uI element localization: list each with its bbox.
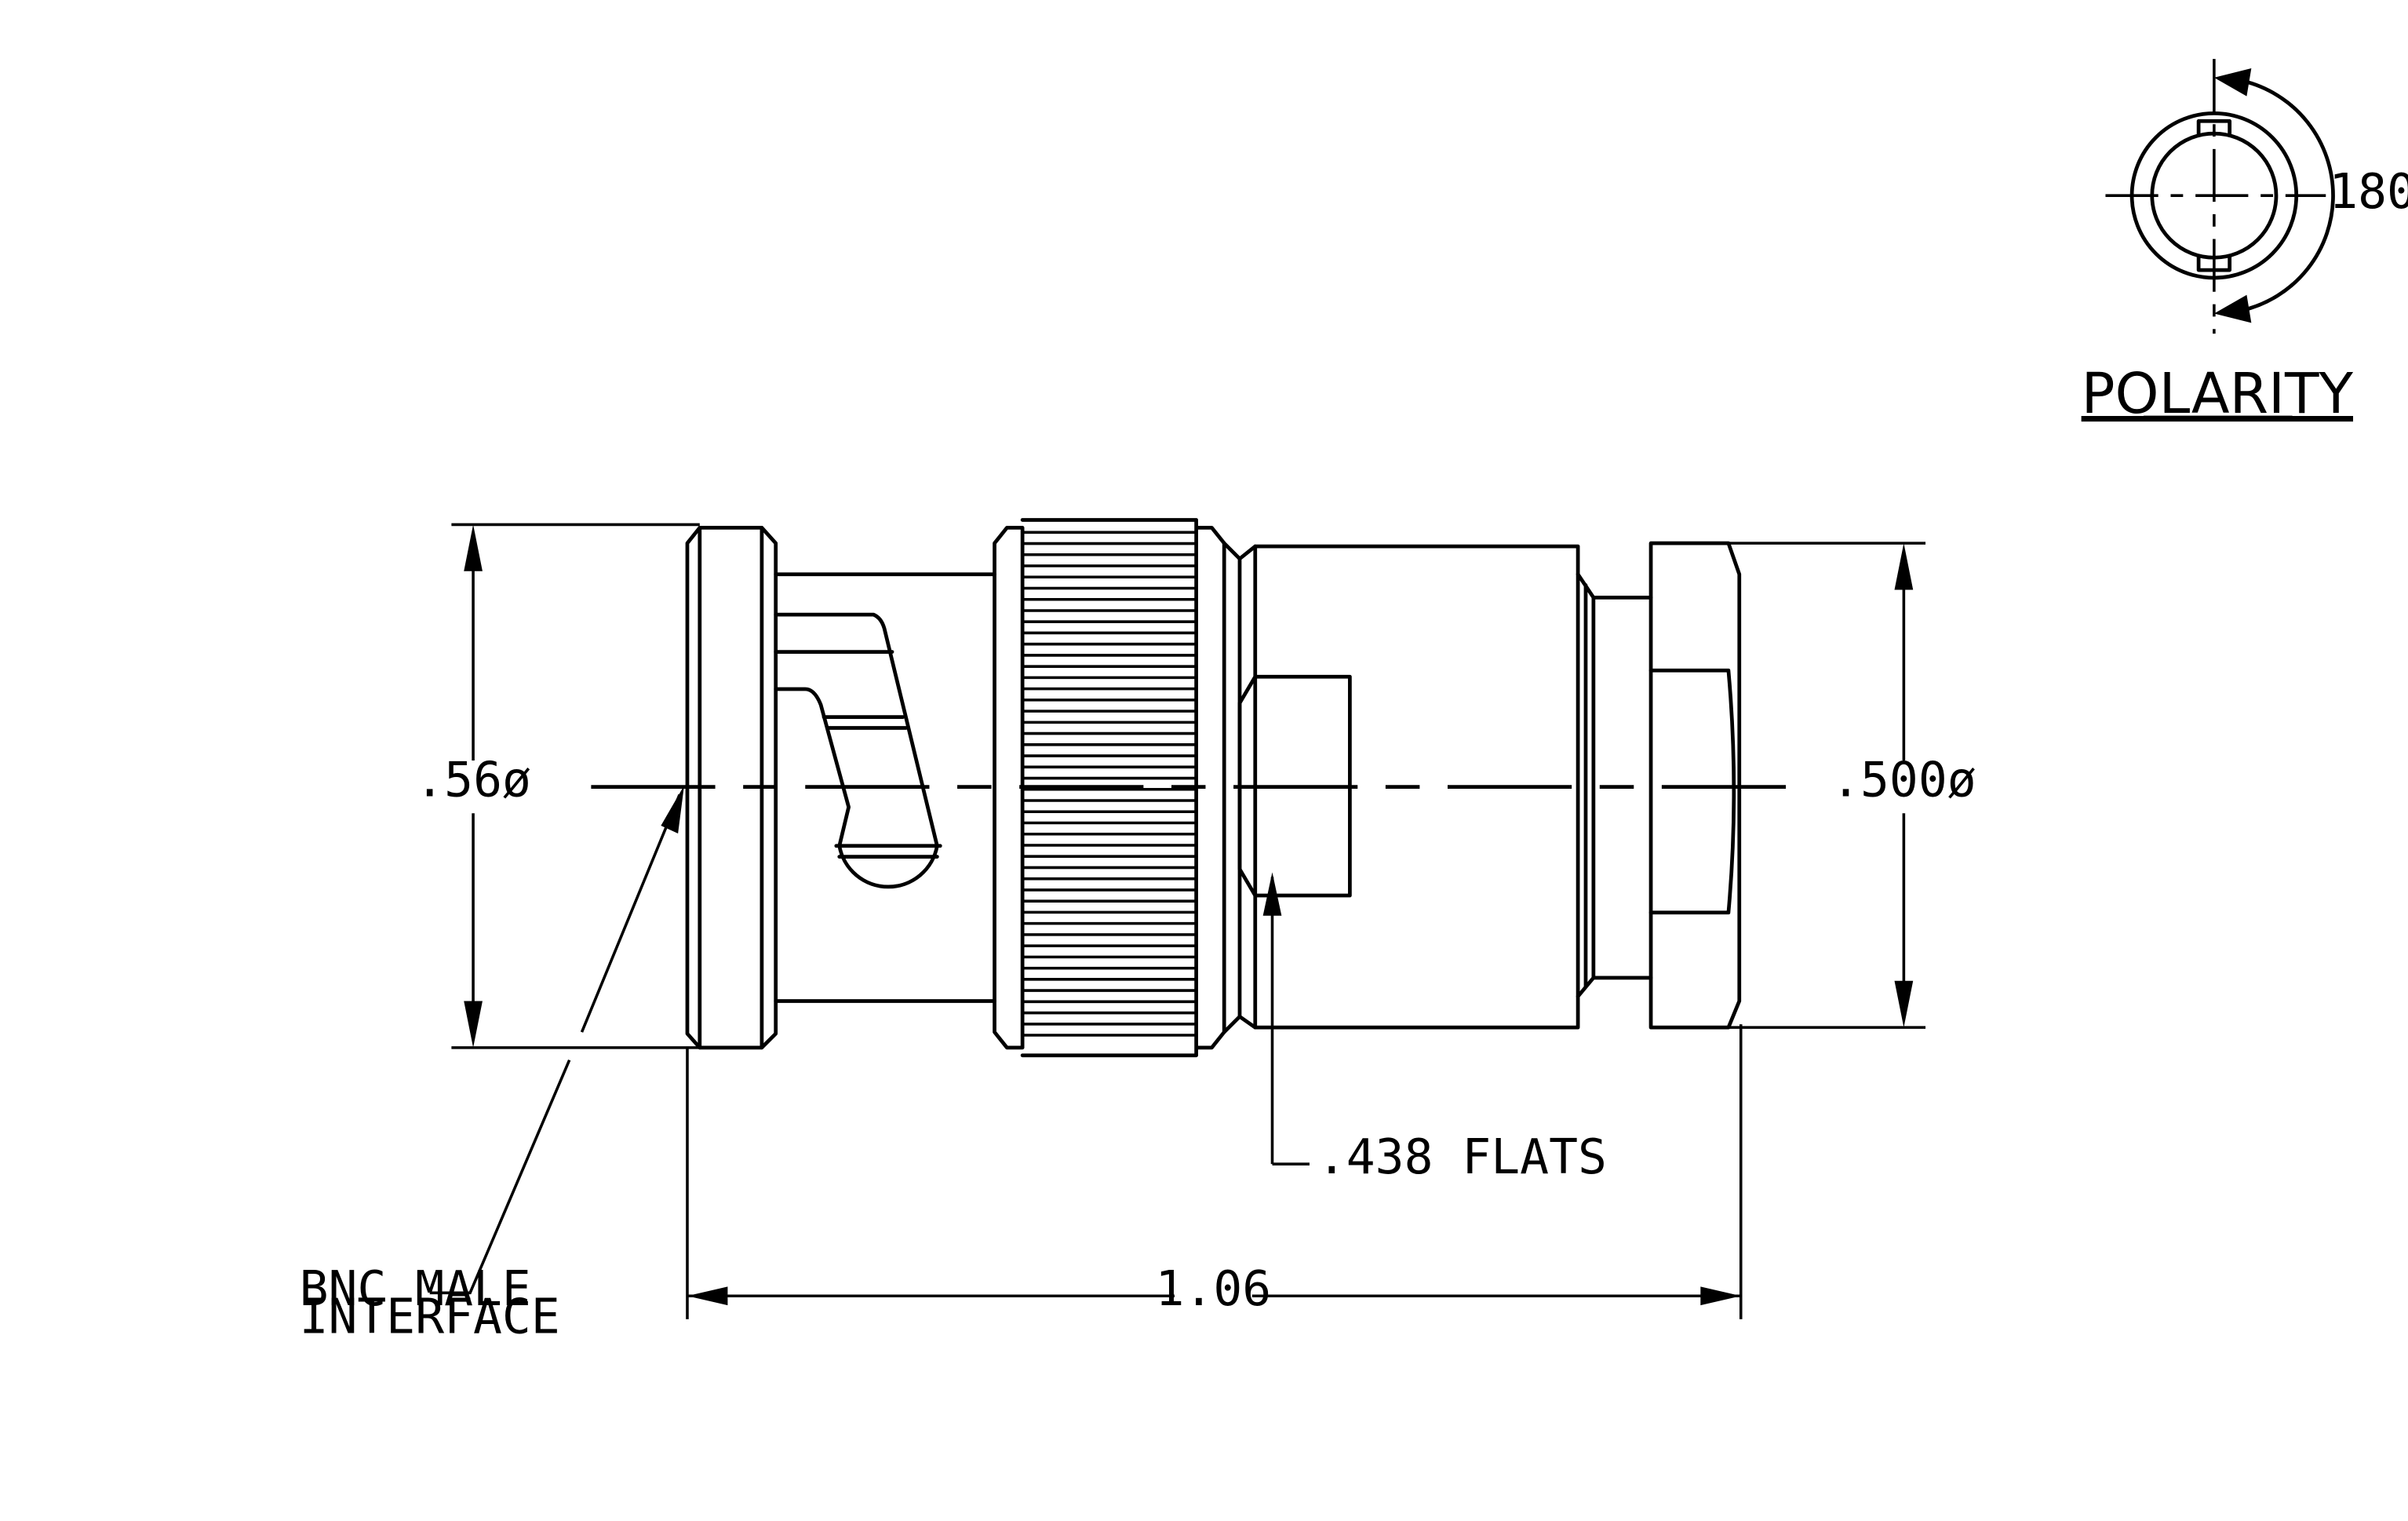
main-body (1253, 544, 1580, 1030)
polarity-arrow-top (2213, 68, 2252, 97)
right-diameter-label: .500ø (1831, 752, 1976, 808)
polarity-rotation-arc (2240, 78, 2335, 312)
polarity-arrow-bottom (2213, 294, 2252, 323)
interface-label-line1: BNC MALE (300, 1261, 531, 1317)
polarity-angle-label: 180° (2329, 164, 2408, 220)
polarity-keyway (2196, 119, 2232, 272)
polarity-outer-circle (2129, 111, 2299, 280)
left-diameter-label: .56ø (415, 752, 531, 808)
dimension-right-diameter: .500ø (1728, 542, 1976, 1029)
flats-label: .438 FLATS (1317, 1129, 1607, 1185)
polarity-view: 180° POLARITY (2082, 59, 2408, 426)
interface-label-line2: INTERFACE (300, 1289, 560, 1345)
length-label: 1.06 (1156, 1261, 1272, 1317)
wrench-flat (1237, 674, 1352, 898)
neck (1576, 572, 1653, 998)
knurl-lines (1022, 531, 1197, 1037)
dimension-flats: .438 FLATS (1262, 872, 1607, 1185)
polarity-inner-circle (2150, 131, 2279, 260)
polarity-title: POLARITY (2082, 361, 2354, 426)
bayonet-body (774, 572, 996, 1003)
dimension-length: 1.06 (686, 1024, 1743, 1319)
interface-leader: BNC MALE INTERFACE (300, 785, 685, 1345)
connector-side-view (685, 518, 1742, 1058)
dimension-left-diameter: .56ø (415, 523, 700, 1049)
bayonet-slot (774, 612, 939, 889)
